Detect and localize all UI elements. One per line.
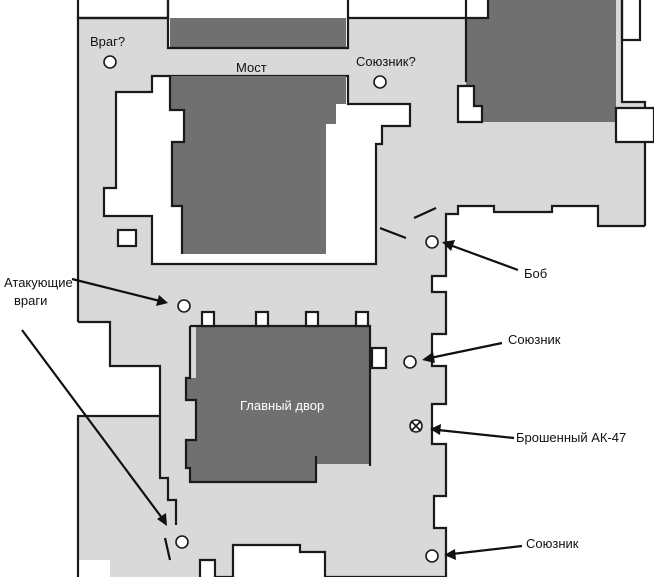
label-ally-right: Союзник: [508, 332, 561, 347]
label-enemy-maybe: Враг?: [90, 34, 125, 49]
small-crate: [116, 228, 138, 248]
door-openings: [163, 206, 437, 561]
bob-marker: [425, 235, 439, 249]
ally-right-marker: [403, 355, 417, 369]
dropped-ak47-marker: [409, 419, 423, 433]
label-attacking-enemies-1: Атакующие: [4, 275, 73, 290]
map-labels: Враг? Мост Союзник? Атакующие враги Глав…: [4, 34, 626, 551]
ak47-arrow: [437, 428, 515, 440]
position-markers: [103, 55, 439, 563]
label-ally-maybe: Союзник?: [356, 54, 416, 69]
attacking-enemies-arrow-lower: [21, 329, 163, 519]
top-right-building: [456, 0, 654, 144]
label-bridge: Мост: [236, 60, 267, 75]
ally-bottom-arrow: [451, 544, 523, 556]
label-ally-bottom: Союзник: [526, 536, 579, 551]
arrows: [21, 240, 523, 560]
bob-arrow: [449, 243, 519, 272]
ally-maybe-marker: [373, 75, 387, 89]
attacking-enemy-marker-2: [175, 535, 189, 549]
ally-right-arrow: [429, 341, 503, 360]
enemy-maybe-marker: [103, 55, 117, 69]
bridge-building-top: [166, 0, 350, 50]
label-dropped-ak47: Брошенный АК-47: [516, 430, 626, 445]
label-bob: Боб: [524, 266, 547, 281]
top-left-wall: [76, 0, 170, 20]
label-main-yard: Главный двор: [240, 398, 324, 413]
attacking-enemies-arrow-upper: [71, 277, 161, 303]
main-yard-building: [184, 310, 388, 484]
bridge-building-lower: [168, 76, 346, 254]
attacking-enemy-marker-1: [177, 299, 191, 313]
ally-bottom-marker: [425, 549, 439, 563]
label-attacking-enemies-2: враги: [14, 293, 47, 308]
